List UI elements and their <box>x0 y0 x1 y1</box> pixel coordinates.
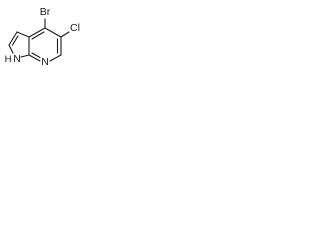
bond-c3a-c3 <box>16 31 30 38</box>
bond-n7-c7a <box>28 54 41 62</box>
atom-chlorine: Cl <box>70 22 80 34</box>
bond-c3-c2 <box>8 31 18 46</box>
bond-c2-n1 <box>8 44 14 54</box>
bond-c6-cl <box>60 31 70 38</box>
bond-c3-c2-inner <box>11 35 19 46</box>
atom-pyridine-nitrogen: N <box>41 56 49 68</box>
atom-pyrrole-nitrogen: N <box>13 53 21 65</box>
bond-c6-n7 <box>49 54 62 62</box>
bond-n7-c7a-inner <box>31 52 41 59</box>
bond-c4-c3a-inner <box>31 31 45 40</box>
bond-n1-c7a <box>20 54 30 58</box>
atom-labels: Br Cl N N H <box>5 6 80 68</box>
bond-c4-c5 <box>44 27 62 38</box>
structure-diagram: Br Cl N N H <box>5 6 80 68</box>
bonds <box>8 18 70 62</box>
bond-c4-c3a <box>28 27 46 38</box>
atom-bromine: Br <box>40 6 51 18</box>
atom-pyrrole-hydrogen: H <box>5 54 12 65</box>
